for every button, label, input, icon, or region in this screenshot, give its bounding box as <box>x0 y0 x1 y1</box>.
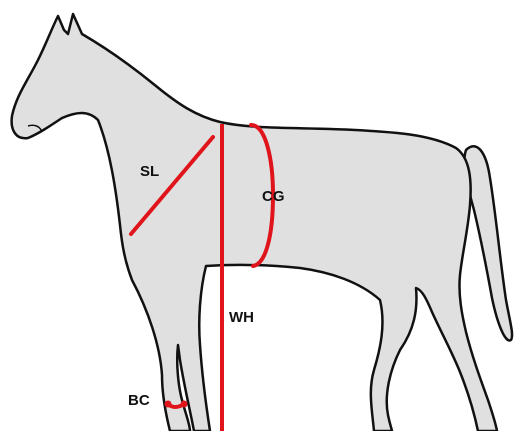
bone-circumference-dot-left <box>165 401 172 408</box>
bone-circumference-dot-right <box>181 401 188 408</box>
label-cg: CG <box>262 188 285 205</box>
label-sl: SL <box>140 163 159 180</box>
label-bc: BC <box>128 392 150 409</box>
horse-tail <box>464 146 512 340</box>
horse-silhouette <box>12 14 497 431</box>
label-wh: WH <box>229 309 254 326</box>
